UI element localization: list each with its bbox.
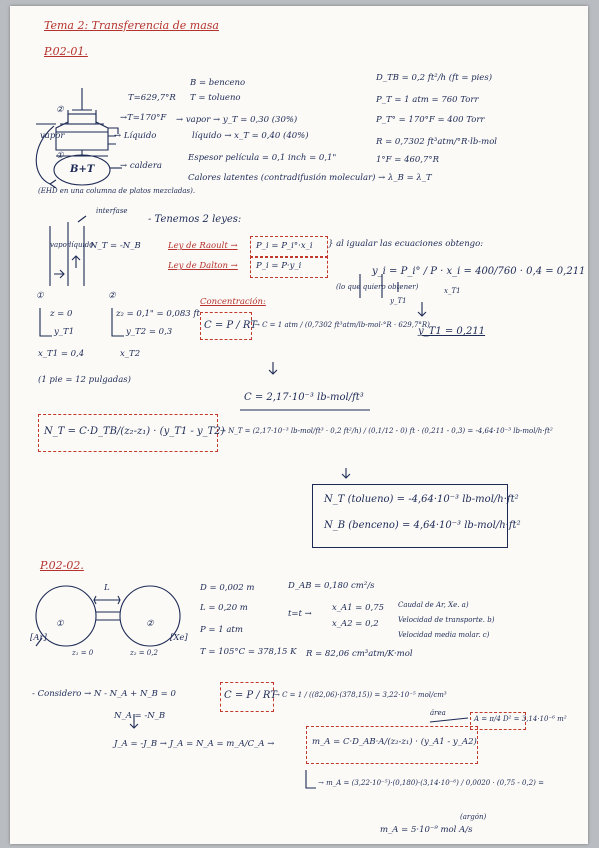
- c-result: C = 2,17·10⁻³ lb-mol/ft³: [244, 392, 364, 403]
- temp-fahrenheit: →T=170°F: [120, 113, 167, 123]
- pie-conversion: (1 pie = 12 pulgadas): [38, 375, 131, 385]
- c-eq-box: [200, 312, 252, 340]
- ptotal-value: P_T = 1 atm = 760 Torr: [376, 95, 479, 105]
- t-arrow: t=t →: [288, 609, 312, 619]
- legend-tolueno: T = tolueno: [190, 93, 241, 103]
- xe-label: [Xe]: [170, 633, 188, 643]
- problem-1-id: P.02-01.: [44, 45, 88, 58]
- legend-benceno: B = benceno: [190, 78, 246, 88]
- igualar-text: } al igualar las ecuaciones obtengo:: [328, 239, 484, 249]
- raoult-label: Ley de Raoult →: [168, 241, 238, 251]
- ar-label: [Ar]: [30, 633, 47, 643]
- ehd-note: (EHD en una columna de platos mezcladas)…: [38, 187, 196, 195]
- result-benceno: N_B (benceno) = 4,64·10⁻³ lb-mol/h·ft²: [324, 520, 521, 531]
- c2-eq-box: [220, 682, 274, 712]
- dalton-eq: P_i = P·y_i: [256, 261, 302, 271]
- r-constant: R = 0,7302 ft³atm/°R·lb-mol: [376, 137, 498, 147]
- c2-substitution: → C = 1 / ((82,06)·(378,15)) = 3,22·10⁻⁵…: [274, 691, 447, 699]
- page-title: Tema 2: Transferencia de masa: [44, 19, 219, 32]
- nt-formula-box: [38, 414, 218, 452]
- raoult-box: [250, 236, 328, 258]
- espesor-pelicula: Espesor película = 0,1 inch = 0,1": [188, 153, 337, 163]
- c2-equation: C = P / RT: [224, 690, 277, 701]
- temperature: T = 105°C = 378,15 K: [200, 647, 297, 657]
- liquid-fraction: líquido → x_T = 0,40 (40%): [192, 131, 309, 141]
- ytl-label: y_T1: [390, 297, 407, 305]
- bulb-2: ②: [146, 619, 154, 629]
- yt1-result: y_T1 = 0,211: [418, 326, 486, 337]
- ma-formula: m_A = C·D_AB·A/(z₂-z₁) · (y_A1 - y_A2): [312, 737, 477, 747]
- notebook-page: Tema 2: Transferencia de masa P.02-01.: [10, 6, 588, 844]
- question-a: Caudal de Ar, Xe. a): [398, 601, 469, 609]
- fig-node-1: ①: [56, 151, 64, 161]
- area-eq: A = π/4 D² = 3,14·10⁻⁶ m²: [474, 715, 567, 723]
- dab-value: D_AB = 0,180 cm²/s: [288, 581, 375, 591]
- pt1-z: z = 0: [50, 309, 73, 319]
- interfase-label: interfase: [96, 207, 128, 215]
- ma-substitution: → m_A = (3,22·10⁻⁵)·(0,180)·(3,14·10⁻⁶) …: [318, 779, 544, 787]
- ja-eq: J_A = -J_B → J_A = N_A = m_A/C_A →: [114, 739, 275, 749]
- fig-node-2: ②: [56, 105, 64, 115]
- pressure: P = 1 atm: [200, 625, 243, 635]
- xa2: x_A2 = 0,2: [332, 619, 379, 629]
- c-substitution: → C = 1 atm / (0,7302 ft³atm/lb-mol·°R ·…: [254, 321, 430, 329]
- fig-vapor-label: vapor: [40, 131, 65, 141]
- z1-label: z₁ = 0: [72, 649, 94, 657]
- pt2-circle: ②: [108, 291, 116, 301]
- ma-formula-box: [306, 726, 478, 764]
- tenemos-2-leyes: - Tenemos 2 leyes:: [148, 214, 242, 225]
- fig-bt-label: B+T: [70, 164, 95, 175]
- temp-conversion: 1°F = 460,7°R: [376, 155, 440, 165]
- question-b: Velocidad de transporte. b): [398, 616, 495, 624]
- nt-formula: N_T = C·D_TB/(z₂-z₁) · (y_T1 - y_T2): [44, 426, 225, 437]
- considero: - Considero → N - N_A + N_B = 0: [32, 689, 176, 699]
- result-box: [312, 484, 508, 548]
- fig-liquid-label: → Líquido: [114, 131, 157, 141]
- bulb-1: ①: [56, 619, 64, 629]
- xtl-label: x_T1: [444, 287, 461, 295]
- argon-label: (argón): [460, 813, 487, 821]
- nt-substitution: → N_T = (2,17·10⁻³ lb-mol/ft³ · 0,2 ft²/…: [220, 427, 553, 435]
- diag-vapor: vapor: [50, 241, 71, 249]
- hand-drawings: [35, 88, 469, 789]
- dtb-value: D_TB = 0,2 ft²/h (ft = pies): [376, 73, 493, 83]
- temp-rankine: T=629,7°R: [128, 93, 176, 103]
- z2-label: z₂ = 0,2: [130, 649, 158, 657]
- concentracion-label: Concentración:: [200, 297, 266, 307]
- r-constant-2: R = 82,06 cm³atm/K·mol: [306, 649, 413, 659]
- na-eq: N_A = -N_B: [114, 711, 166, 721]
- pt2-z: z₂ = 0,1" = 0,083 ft: [116, 309, 200, 319]
- xa1: x_A1 = 0,75: [332, 603, 385, 613]
- pt1-y: y_T1: [54, 327, 75, 337]
- pt1-circle: ①: [36, 291, 44, 301]
- area-box: [470, 712, 526, 730]
- ma-result: m_A = 5·10⁻⁹ mol A/s: [380, 825, 473, 835]
- pt1-x: x_T1 = 0,4: [38, 349, 85, 359]
- pt2-y: y_T2 = 0,3: [126, 327, 173, 337]
- yi-equation: y_i = P_i° / P · x_i = 400/760 · 0,4 = 0…: [372, 266, 586, 277]
- length: L = 0,20 m: [200, 603, 248, 613]
- problem-2-id: P.02-02.: [40, 559, 84, 572]
- lo-que-quiero: (lo que quiero obtener): [336, 283, 419, 291]
- raoult-eq: P_i = P_i°·x_i: [256, 241, 313, 251]
- question-c: Velocidad media molar. c): [398, 631, 490, 639]
- pt2-x: x_T2: [120, 349, 141, 359]
- dalton-label: Ley de Dalton →: [168, 261, 238, 271]
- diag-liquido: líquido: [69, 241, 94, 249]
- c-equation: C = P / RT: [204, 320, 257, 331]
- fig-caldera-label: → caldera: [120, 161, 162, 171]
- vapor-fraction: → vapor → y_T = 0,30 (30%): [176, 115, 298, 125]
- psat-value: P_T° = 170°F = 400 Torr: [376, 115, 485, 125]
- diameter: D = 0,002 m: [200, 583, 255, 593]
- dalton-box: [250, 256, 328, 278]
- diag-nt-eq: N_T = -N_B: [90, 241, 141, 251]
- calores-latentes: Calores latentes (contradifusión molecul…: [188, 173, 432, 183]
- result-tolueno: N_T (tolueno) = -4,64·10⁻³ lb-mol/h·ft²: [324, 494, 519, 505]
- area-label: área: [430, 709, 446, 717]
- length-label: L: [104, 583, 110, 593]
